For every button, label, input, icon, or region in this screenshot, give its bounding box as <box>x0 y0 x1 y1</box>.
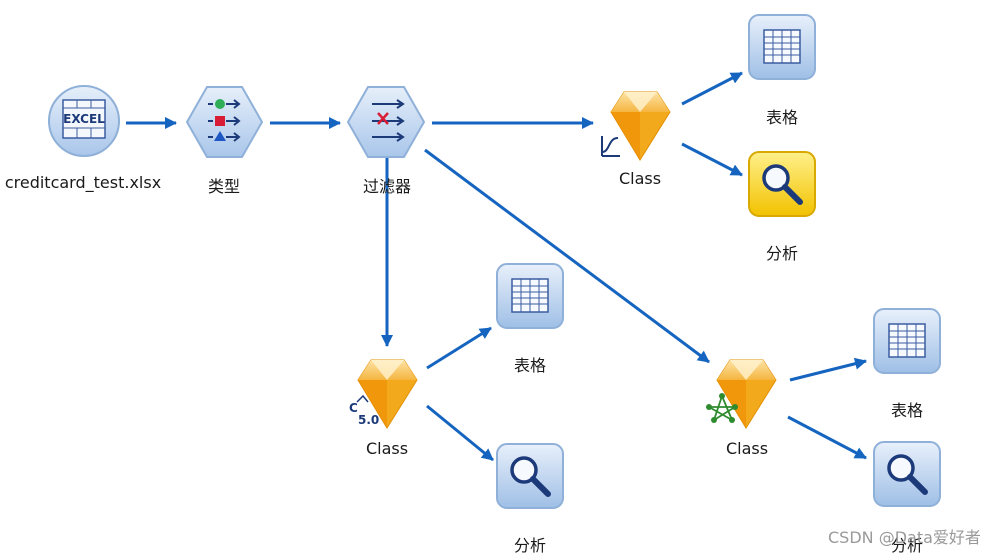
label-table3: 表格 <box>890 401 923 420</box>
node-model-logistic[interactable] <box>601 91 671 161</box>
node-analysis1[interactable] <box>748 151 816 217</box>
watermark: CSDN @Data爱好者 <box>828 528 981 547</box>
excel-badge: EXCEL <box>63 112 105 126</box>
node-type[interactable] <box>185 86 264 158</box>
label-filter: 过滤器 <box>362 177 411 196</box>
arrow-nn-to-table3[interactable] <box>789 357 867 382</box>
arrow-nn-to-analysis3[interactable] <box>787 415 867 460</box>
arrow-c50-to-table2[interactable] <box>426 326 492 370</box>
node-model-nn[interactable] <box>706 359 777 429</box>
label-type: 类型 <box>207 177 240 196</box>
label-model-c50: Class <box>365 439 409 458</box>
arrow-c50-to-analysis2[interactable] <box>426 404 494 462</box>
node-table1[interactable] <box>748 14 816 80</box>
label-source: creditcard_test.xlsx <box>4 173 162 192</box>
c50-badge-ver: 5.0 <box>358 413 379 427</box>
arrow-logistic-to-table1[interactable] <box>681 71 743 106</box>
label-analysis2: 分析 <box>513 536 546 555</box>
connections <box>126 71 867 462</box>
node-model-c50[interactable]: C 5.0 <box>349 359 418 429</box>
arrow-filter-to-nn[interactable] <box>424 148 710 364</box>
node-table2[interactable] <box>496 263 564 329</box>
label-analysis3: 分析 <box>890 536 923 555</box>
label-model-logistic: Class <box>618 169 662 188</box>
node-table3[interactable] <box>873 308 941 374</box>
node-filter[interactable] <box>346 86 426 158</box>
label-analysis1: 分析 <box>765 244 798 263</box>
label-table1: 表格 <box>765 108 798 127</box>
c50-badge-c: C <box>349 401 358 415</box>
arrow-logistic-to-analysis1[interactable] <box>681 142 743 177</box>
label-model-nn: Class <box>725 439 769 458</box>
node-analysis2[interactable] <box>496 443 564 509</box>
node-source[interactable]: EXCEL <box>48 85 120 157</box>
node-analysis3[interactable] <box>873 441 941 507</box>
label-table2: 表格 <box>513 356 546 375</box>
